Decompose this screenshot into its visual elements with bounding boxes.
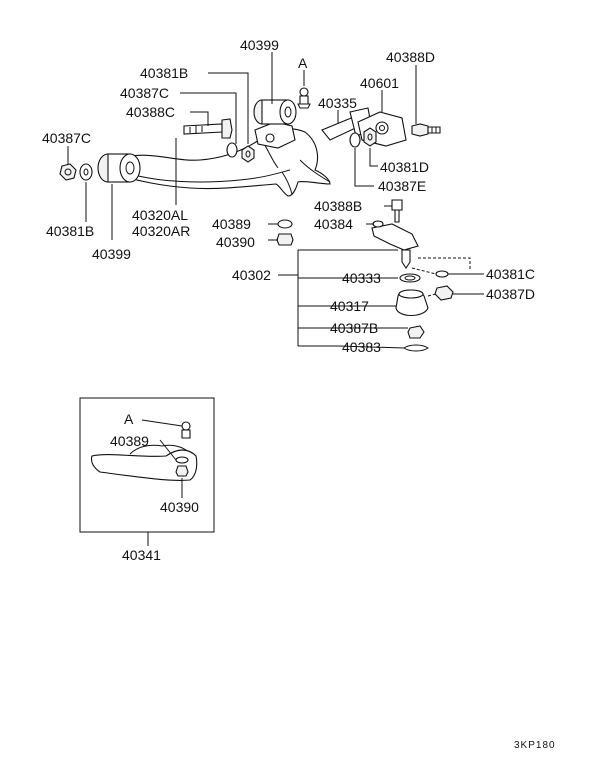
bolt-40388D (411, 123, 441, 137)
label-40387B: 40387B (330, 320, 378, 336)
label-40384: 40384 (314, 216, 353, 232)
label-40399-left: 40399 (92, 246, 131, 262)
nut-40387C-top (241, 145, 255, 163)
ball-joint-40384 (371, 220, 419, 269)
label-40320AL: 40320AL (132, 207, 188, 223)
label-40381B-left: 40381B (46, 223, 94, 239)
label-40387E: 40387E (378, 178, 426, 194)
label-40320AR: 40320AR (132, 223, 190, 239)
label-40381C: 40381C (486, 266, 535, 282)
upper-arm-body (121, 121, 331, 197)
label-A-top: A (298, 55, 308, 71)
washer-40381C (435, 270, 449, 278)
label-40390-inset: 40390 (160, 499, 199, 515)
part-labels: 40399 A 40388D 40381B 40601 40387C 40335… (42, 37, 535, 355)
nut-40387D (434, 285, 454, 301)
label-40399-top: 40399 (240, 37, 279, 53)
bolt-40388B (391, 199, 403, 223)
label-40390-top: 40390 (216, 234, 255, 250)
label-40601: 40601 (360, 75, 399, 91)
grease-fitting-A (297, 87, 311, 109)
nut-40387E (363, 127, 377, 147)
label-40335: 40335 (318, 95, 357, 111)
bushing-40399-left (97, 153, 141, 183)
label-40333: 40333 (342, 270, 381, 286)
label-40381D: 40381D (380, 159, 429, 175)
nut-40387B (407, 325, 425, 339)
label-40389-inset: 40389 (110, 433, 149, 449)
bolt-40388C (183, 118, 233, 139)
label-40317: 40317 (330, 298, 369, 314)
label-40383: 40383 (342, 339, 381, 355)
label-40341: 40341 (122, 547, 161, 563)
inset-labels: A 40389 40390 40341 (110, 411, 199, 563)
washer-40389 (277, 219, 293, 229)
label-40381B-top: 40381B (140, 65, 188, 81)
washer-40381B-left (79, 163, 93, 181)
label-40387C-left: 40387C (42, 130, 91, 146)
washer-40381B-top (226, 142, 238, 158)
label-40388B: 40388B (314, 198, 362, 214)
boot-40333 (399, 273, 421, 283)
bushing-40399-top (253, 99, 297, 125)
dust-cover-40317 (395, 289, 429, 317)
leader-lines (67, 52, 484, 349)
label-40388C: 40388C (126, 104, 175, 120)
inset-assembly-40341 (79, 397, 215, 546)
label-40302: 40302 (232, 267, 271, 283)
nut-40390 (276, 233, 294, 246)
label-A-inset: A (124, 411, 134, 427)
label-40389-top: 40389 (212, 216, 251, 232)
label-40388D: 40388D (386, 49, 435, 65)
washer-40381D (349, 132, 361, 148)
nut-40387C-left (59, 163, 77, 181)
label-40387D: 40387D (486, 286, 535, 302)
cotter-pin-40383 (403, 344, 429, 352)
label-40387C-top: 40387C (120, 85, 169, 101)
diagram-code: 3KP180 (514, 740, 556, 751)
